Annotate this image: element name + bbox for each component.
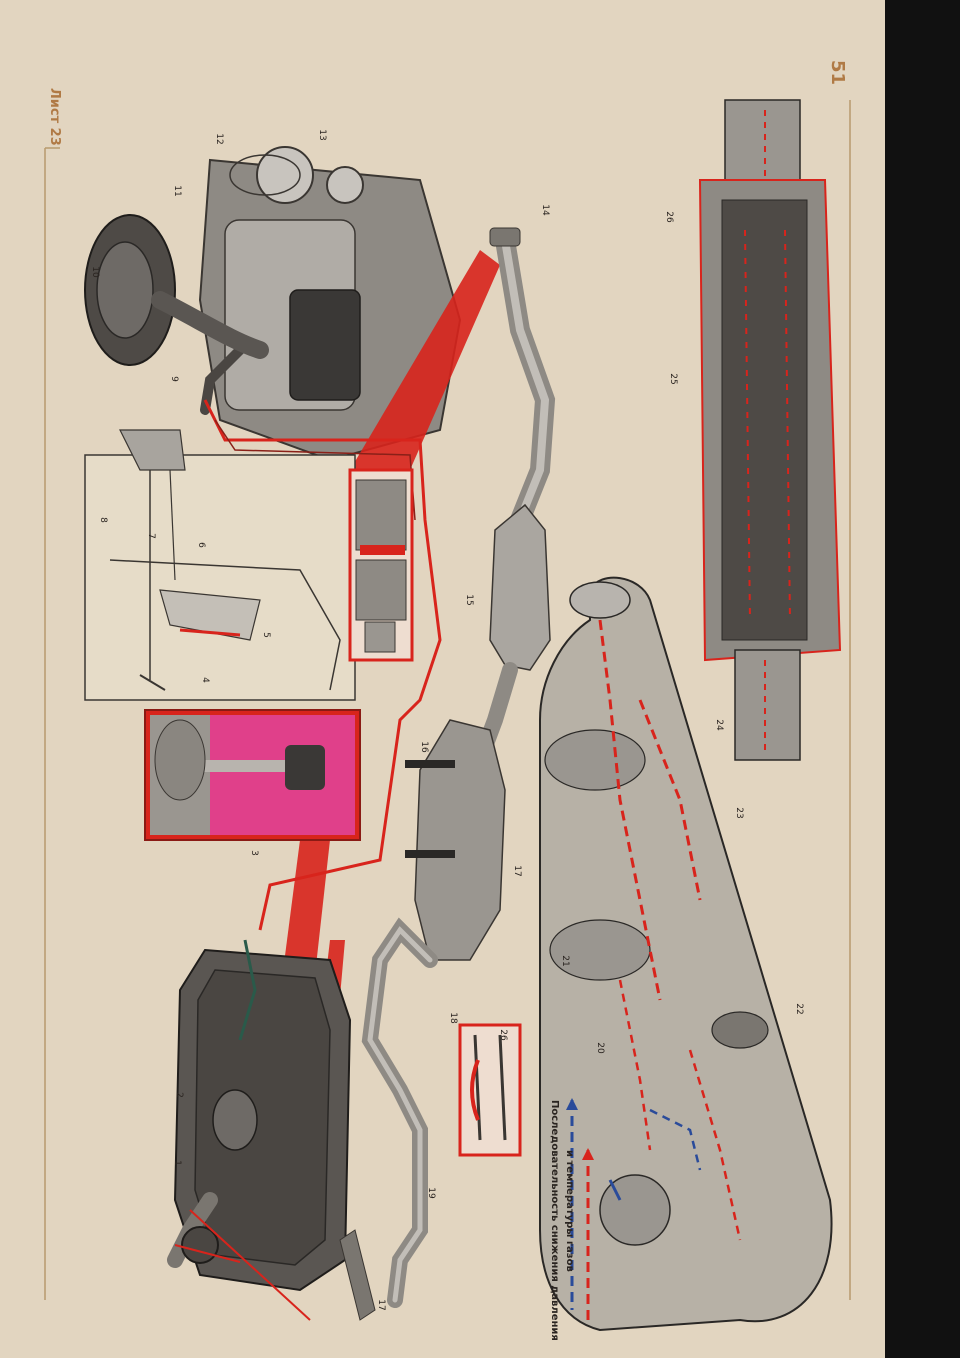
scan-edge-shadow bbox=[885, 0, 960, 1358]
callout-3: 3 bbox=[249, 850, 259, 856]
callout-7: 7 bbox=[146, 533, 156, 539]
resonator-front bbox=[489, 503, 551, 671]
callout-14: 14 bbox=[540, 204, 550, 216]
callout-4: 4 bbox=[200, 677, 210, 683]
sheet-label: Лист 23 bbox=[47, 88, 62, 146]
callout-21: 21 bbox=[560, 955, 570, 967]
callout-24: 24 bbox=[714, 719, 724, 731]
callout-10: 10 bbox=[90, 266, 100, 278]
air-filter bbox=[84, 214, 269, 366]
callout-13: 13 bbox=[317, 129, 327, 141]
legend-line-1: Последовательность снижения давления bbox=[549, 1100, 560, 1341]
callout-9: 9 bbox=[169, 376, 179, 382]
legend-arrows bbox=[566, 1098, 594, 1320]
exhaust-pipe bbox=[339, 227, 556, 1321]
callout-17a: 17 bbox=[512, 865, 522, 877]
page-number: 51 bbox=[827, 60, 848, 86]
linkage-inset bbox=[84, 429, 356, 701]
callout-22: 22 bbox=[794, 1003, 804, 1015]
legend-line-2: и температуры газов bbox=[564, 1150, 575, 1272]
callout-2: 2 bbox=[174, 1092, 184, 1098]
callout-26b: 26 bbox=[498, 1029, 508, 1041]
callout-20: 20 bbox=[595, 1042, 605, 1054]
callout-12: 12 bbox=[214, 133, 224, 145]
pointer-flange bbox=[350, 250, 500, 470]
callout-17b: 17 bbox=[376, 1299, 386, 1311]
resonator-cutaway bbox=[698, 99, 842, 761]
callout-6: 6 bbox=[196, 542, 206, 548]
main-muffler bbox=[414, 719, 506, 961]
fuel-tank bbox=[167, 939, 352, 1321]
callout-15: 15 bbox=[464, 594, 474, 606]
callout-1: 1 bbox=[172, 1160, 182, 1166]
detail-inset-26 bbox=[458, 1023, 522, 1157]
muffler-cutaway bbox=[539, 576, 833, 1332]
fuel-pump-cutaway bbox=[348, 468, 414, 662]
callout-18: 18 bbox=[448, 1012, 458, 1024]
fuel-line bbox=[203, 399, 442, 931]
callout-26a: 26 bbox=[664, 211, 674, 223]
fuel-filter-inset bbox=[144, 709, 361, 841]
callout-11: 11 bbox=[172, 185, 182, 197]
callout-16: 16 bbox=[419, 741, 429, 753]
callout-5: 5 bbox=[261, 632, 271, 638]
callout-23: 23 bbox=[734, 807, 744, 819]
callout-25: 25 bbox=[668, 373, 678, 385]
callout-8: 8 bbox=[98, 517, 108, 523]
callout-19: 19 bbox=[426, 1187, 436, 1199]
